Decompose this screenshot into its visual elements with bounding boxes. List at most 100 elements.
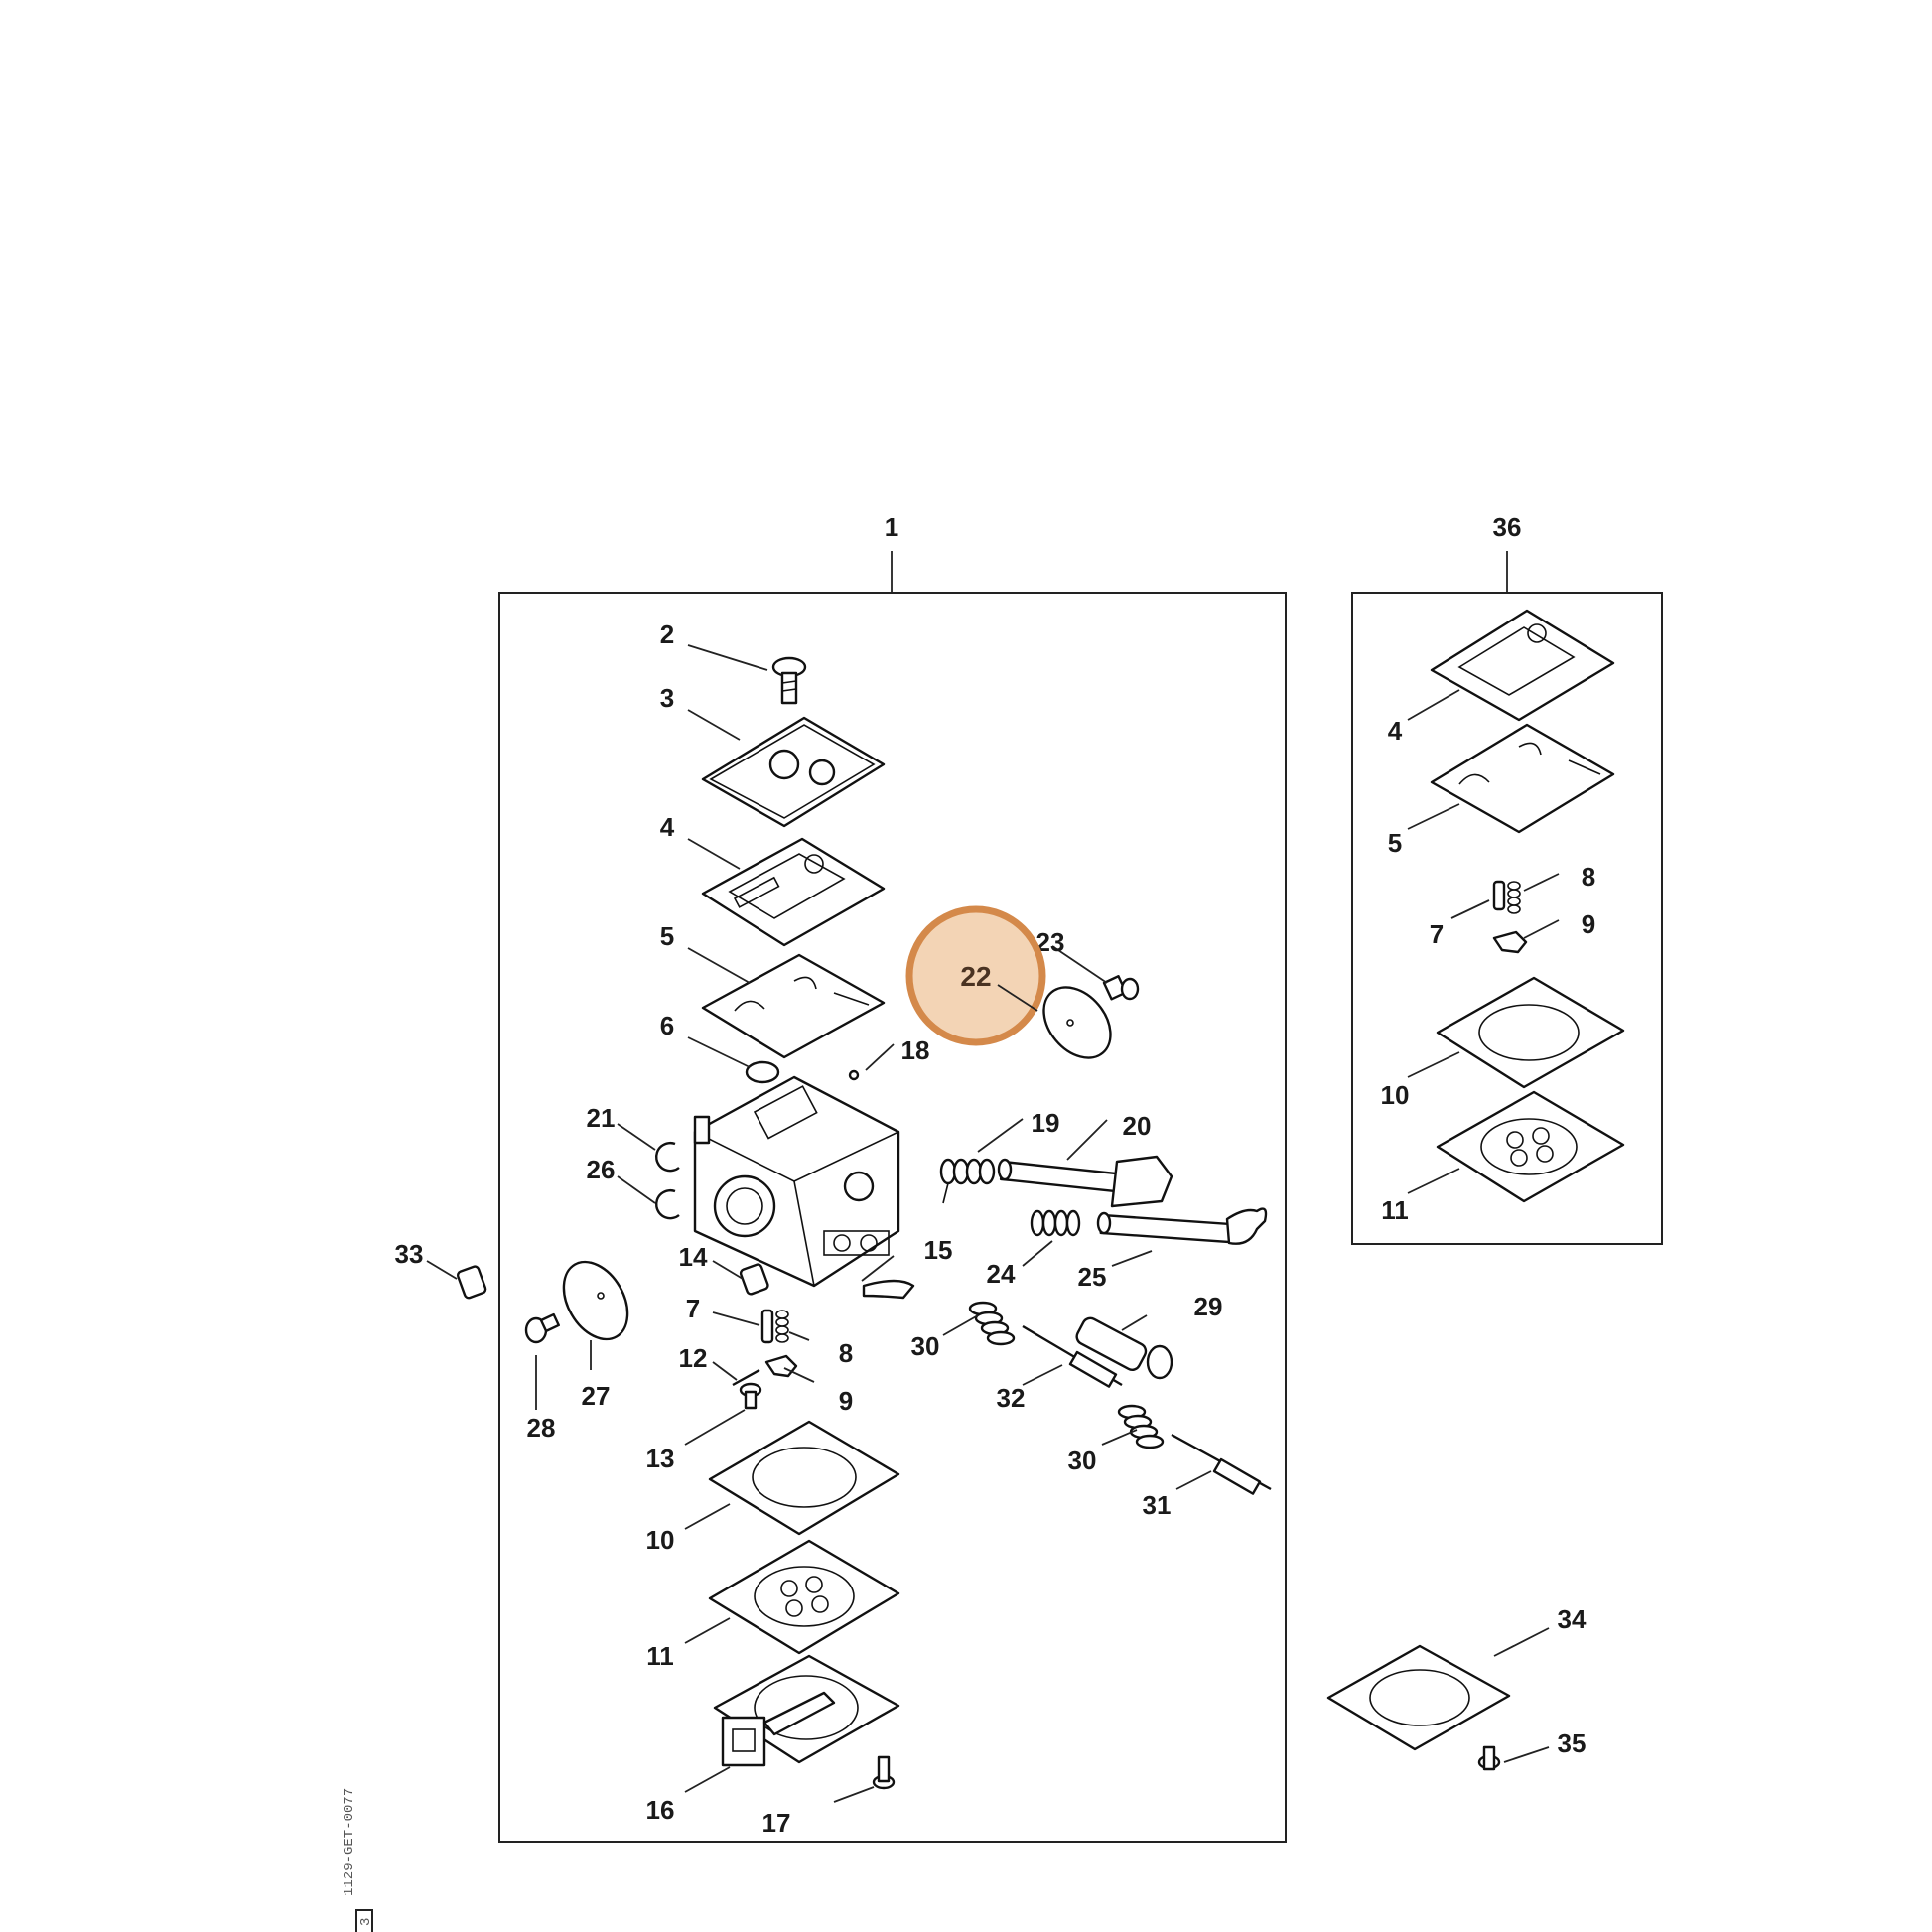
high-speed-needle-icon bbox=[1022, 1324, 1123, 1388]
callout-18: 18 bbox=[901, 1035, 930, 1065]
throttle-shaft-icon bbox=[997, 1155, 1173, 1208]
callout-30b: 30 bbox=[1068, 1446, 1097, 1475]
callout-24: 24 bbox=[987, 1259, 1016, 1289]
callout-7: 7 bbox=[686, 1294, 700, 1323]
kit-metering-gasket-icon bbox=[1436, 976, 1625, 1089]
kit-callout-8: 8 bbox=[1582, 862, 1595, 892]
circlip-icon bbox=[654, 1141, 680, 1173]
spring-icon-5 bbox=[1117, 1404, 1165, 1449]
plug-icon bbox=[456, 1265, 487, 1300]
metering-gasket-icon bbox=[708, 1420, 900, 1536]
low-speed-needle-icon bbox=[1171, 1433, 1272, 1495]
kit-callout-4: 4 bbox=[1388, 716, 1403, 746]
pump-cover-icon bbox=[1326, 1644, 1511, 1751]
screw-icon bbox=[771, 656, 807, 705]
idle-screw-icon bbox=[1075, 1316, 1173, 1380]
kit-group: 36 bbox=[1351, 512, 1663, 1245]
extra-drawings bbox=[1326, 1644, 1511, 1771]
callout-2: 2 bbox=[660, 620, 674, 649]
callout-3: 3 bbox=[660, 683, 674, 713]
ball-icon bbox=[848, 1069, 860, 1081]
callouts-extra: 34 35 bbox=[1558, 1604, 1587, 1758]
callout-12: 12 bbox=[679, 1343, 708, 1373]
pin-icon bbox=[732, 1368, 760, 1387]
callout-27: 27 bbox=[582, 1381, 611, 1411]
metering-cover-icon bbox=[713, 1654, 900, 1767]
part-drawings bbox=[456, 656, 1272, 1790]
kit-callout-7: 7 bbox=[1430, 919, 1444, 949]
spring-icon-4 bbox=[968, 1301, 1016, 1346]
callout-15: 15 bbox=[924, 1235, 953, 1265]
small-screw-icon bbox=[1102, 975, 1140, 1001]
callout-9: 9 bbox=[839, 1386, 853, 1416]
callout-35: 35 bbox=[1558, 1728, 1587, 1758]
callout-25: 25 bbox=[1078, 1262, 1107, 1292]
screw-icon-5 bbox=[1477, 1745, 1501, 1771]
filter-plug-icon bbox=[739, 1263, 769, 1296]
drawing-code-text: 1129-GET-0077 bbox=[342, 1788, 357, 1896]
carburetor-body-icon bbox=[693, 1075, 900, 1288]
leader-lines bbox=[426, 644, 1560, 1803]
highlight-circle[interactable] bbox=[905, 905, 1046, 1046]
spring-icon-2 bbox=[1030, 1209, 1081, 1237]
callout-29: 29 bbox=[1194, 1292, 1223, 1321]
callouts-kit: 4 5 8 7 9 10 11 bbox=[1381, 716, 1596, 1225]
choke-disc-icon bbox=[562, 1260, 629, 1341]
drawing-code: 1129-GET-0077 3 bbox=[342, 1788, 374, 1932]
callout-26: 26 bbox=[587, 1155, 616, 1184]
main-assembly-group: 1 bbox=[498, 512, 1287, 1843]
callout-32: 32 bbox=[997, 1383, 1026, 1413]
highlight-label[interactable]: 22 bbox=[960, 961, 991, 992]
callout-6: 6 bbox=[660, 1011, 674, 1040]
kit-callout-9: 9 bbox=[1582, 909, 1595, 939]
callout-13: 13 bbox=[646, 1444, 675, 1473]
spring-icon bbox=[939, 1158, 996, 1204]
callout-10: 10 bbox=[646, 1525, 675, 1555]
screen-icon bbox=[862, 1279, 915, 1300]
gasket-icon bbox=[701, 837, 886, 947]
metering-diaphragm-icon bbox=[708, 1539, 900, 1655]
callout-8: 8 bbox=[839, 1338, 853, 1368]
kit-inlet-needle-icon bbox=[1492, 880, 1506, 911]
inlet-needle-icon bbox=[760, 1309, 774, 1344]
choke-shaft-icon bbox=[1096, 1207, 1268, 1245]
callout-19: 19 bbox=[1032, 1108, 1060, 1138]
callout-11: 11 bbox=[646, 1641, 674, 1671]
highlight-leader bbox=[997, 984, 1038, 1012]
callout-5: 5 bbox=[660, 921, 674, 951]
screw-icon-4 bbox=[872, 1755, 896, 1790]
throttle-disc-icon bbox=[1042, 986, 1112, 1059]
kit-callout-10: 10 bbox=[1381, 1080, 1410, 1110]
kit-diaphragm-plate-icon bbox=[1430, 723, 1615, 834]
callout-30: 30 bbox=[911, 1331, 940, 1361]
spring-icon-3 bbox=[775, 1310, 789, 1343]
callout-21: 21 bbox=[587, 1103, 616, 1133]
highlight-marker[interactable]: 22 bbox=[905, 905, 1046, 1046]
circlip-icon-2 bbox=[654, 1188, 680, 1220]
kit-spring-icon bbox=[1507, 881, 1521, 914]
callouts-main: 2 3 4 5 6 18 23 21 26 19 20 24 25 33 14 … bbox=[395, 620, 1223, 1838]
kit-callout-5: 5 bbox=[1388, 828, 1402, 858]
kit-drawings bbox=[1430, 609, 1625, 1203]
callout-20: 20 bbox=[1123, 1111, 1152, 1141]
drawing-code-box bbox=[355, 1909, 373, 1932]
group-label-kit: 36 bbox=[1493, 512, 1522, 542]
callout-34: 34 bbox=[1558, 1604, 1587, 1634]
diaphragm-plate-icon bbox=[701, 953, 886, 1059]
callout-17: 17 bbox=[762, 1808, 791, 1838]
screw-icon-3 bbox=[739, 1382, 762, 1410]
callout-14: 14 bbox=[679, 1242, 708, 1272]
cover-plate-icon bbox=[701, 716, 886, 828]
kit-callout-11: 11 bbox=[1381, 1195, 1409, 1225]
callout-31: 31 bbox=[1143, 1490, 1172, 1520]
drawing-code-box-text: 3 bbox=[358, 1918, 374, 1926]
lever-icon bbox=[764, 1354, 798, 1378]
callout-16: 16 bbox=[646, 1795, 675, 1825]
screw-icon-2 bbox=[524, 1312, 560, 1344]
callout-33: 33 bbox=[395, 1239, 424, 1269]
valve-seat-icon bbox=[745, 1060, 780, 1084]
callout-4: 4 bbox=[660, 812, 675, 842]
group-label-main: 1 bbox=[885, 512, 898, 542]
kit-gasket-icon bbox=[1430, 609, 1615, 722]
